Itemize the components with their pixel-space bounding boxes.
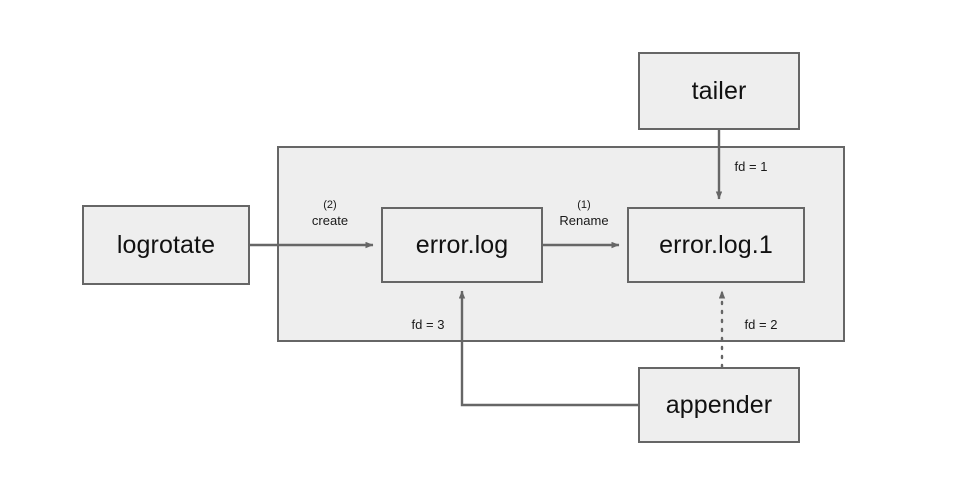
edge-label-create: create <box>311 213 349 228</box>
node-error-log[interactable]: error.log <box>381 207 543 283</box>
edge-label-create-step: (2) <box>323 199 337 211</box>
node-tailer-label: tailer <box>691 76 747 105</box>
edge-label-fd2: fd = 2 <box>744 317 778 332</box>
node-appender-label: appender <box>665 390 773 419</box>
edge-label-rename-step: (1) <box>577 199 591 211</box>
node-logrotate[interactable]: logrotate <box>82 205 250 285</box>
edge-label-fd1: fd = 1 <box>734 159 768 174</box>
node-error-log-label: error.log <box>415 230 509 259</box>
edge-label-rename: Rename <box>559 213 609 228</box>
node-error-log-1[interactable]: error.log.1 <box>627 207 805 283</box>
node-appender[interactable]: appender <box>638 367 800 443</box>
appender-fd3-connector <box>458 290 638 407</box>
node-tailer[interactable]: tailer <box>638 52 800 130</box>
node-error-log-1-label: error.log.1 <box>659 230 773 259</box>
node-logrotate-label: logrotate <box>116 230 216 259</box>
edge-label-fd3: fd = 3 <box>411 317 445 332</box>
